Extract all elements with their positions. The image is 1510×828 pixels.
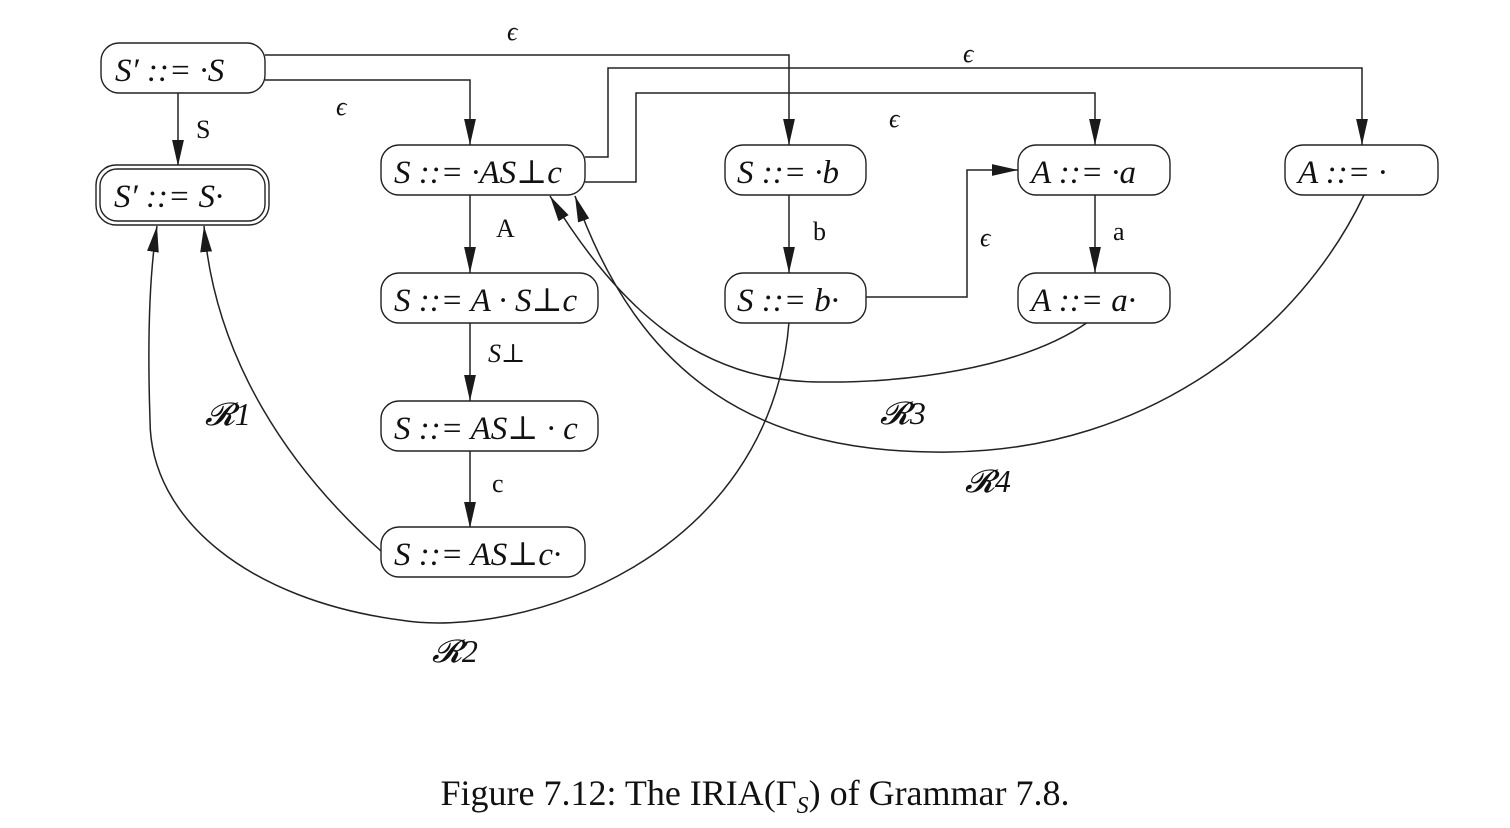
edge-r4 xyxy=(574,194,1365,453)
node-n0: S′ ::= ·S xyxy=(100,42,266,94)
edge-label-n0-n2: ϵ xyxy=(336,92,348,121)
edge-label-n0-n6: ϵ xyxy=(507,17,519,46)
node-n6: S ::= ·b xyxy=(724,144,867,196)
node-label: S ::= AS⊥ · c xyxy=(394,411,578,447)
node-n2: S ::= ·AS⊥c xyxy=(380,144,586,196)
node-n10: A ::= · xyxy=(1284,144,1439,196)
edge-n2-n10 xyxy=(585,67,1368,158)
edge-label-r1: 𝓡1 xyxy=(205,396,251,432)
node-label: S ::= ·b xyxy=(737,155,839,191)
edge-label-n3-n4: S⊥ xyxy=(488,339,525,368)
edge-label-n2-n10: ϵ xyxy=(963,39,975,68)
edge-n0-n6 xyxy=(265,54,795,145)
edge-n2-n8 xyxy=(585,92,1101,183)
edge-r2 xyxy=(147,225,790,624)
node-n1-accepting: S′ ::= S· xyxy=(95,164,270,226)
caption-prefix: Figure 7.12: The IRIA(Γ xyxy=(440,773,797,813)
edge-label-n0-n1: S xyxy=(196,115,210,144)
node-label: S ::= ·AS⊥c xyxy=(394,155,562,191)
node-n7: S ::= b· xyxy=(724,272,867,324)
node-label: A ::= · xyxy=(1296,155,1387,191)
node-n9: A ::= a· xyxy=(1017,272,1171,324)
node-label: A ::= ·a xyxy=(1029,155,1136,191)
node-label: A ::= a· xyxy=(1029,283,1136,319)
iria-diagram: S′ ::= ·S S′ ::= S· S ::= ·AS⊥c S ::= A … xyxy=(95,17,1439,669)
node-label: S ::= A · S⊥c xyxy=(394,283,577,319)
node-label: S′ ::= ·S xyxy=(115,53,224,89)
edge-n0-n2 xyxy=(265,79,476,145)
node-n3: S ::= A · S⊥c xyxy=(380,272,599,324)
node-label: S ::= AS⊥c· xyxy=(394,537,561,573)
node-label: S ::= b· xyxy=(737,283,839,319)
caption-suffix: ) of Grammar 7.8. xyxy=(808,773,1070,813)
node-n8: A ::= ·a xyxy=(1017,144,1171,196)
edge-n7-n8 xyxy=(866,164,1018,298)
edge-label-r2: 𝓡2 xyxy=(432,633,478,669)
node-label: S′ ::= S· xyxy=(114,179,223,215)
node-n4: S ::= AS⊥ · c xyxy=(380,400,599,452)
edge-label-n2-n8: ϵ xyxy=(889,104,901,133)
edge-label-n4-n5: c xyxy=(492,469,504,498)
node-n5: S ::= AS⊥c· xyxy=(380,526,586,578)
caption-subscript: S xyxy=(796,793,809,820)
edge-r1 xyxy=(200,225,382,552)
edge-label-n6-n7: b xyxy=(813,217,826,246)
edge-label-n2-n3: A xyxy=(496,214,515,243)
edge-label-r4: 𝓡4 xyxy=(965,463,1011,499)
edge-label-n7-n8: ϵ xyxy=(980,223,992,252)
figure-caption: Figure 7.12: The IRIA(ΓS) of Grammar 7.8… xyxy=(0,772,1510,820)
edge-label-n8-n9: a xyxy=(1113,217,1125,246)
edge-label-r3: 𝓡3 xyxy=(880,395,926,431)
